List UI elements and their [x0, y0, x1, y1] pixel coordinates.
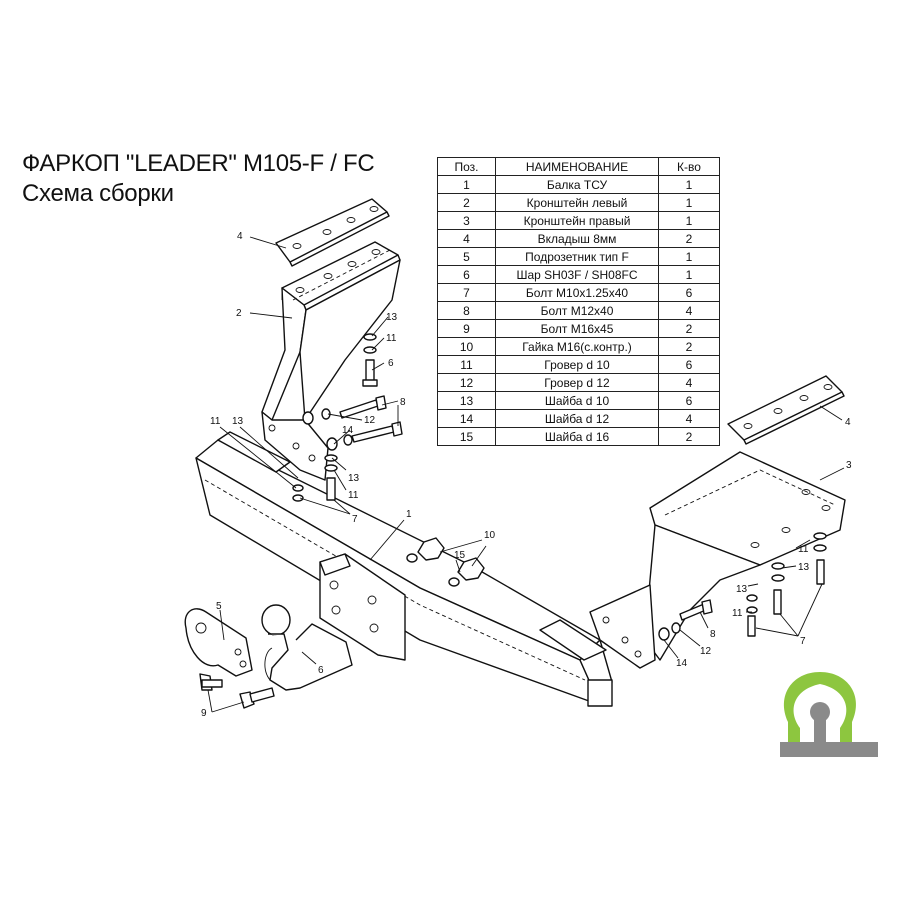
- callout-13-b: 13: [348, 473, 360, 484]
- spacer-plate-left: [275, 198, 390, 267]
- diagram-subtitle: Схема сборки: [22, 180, 174, 207]
- callout-7-b: 7: [352, 514, 358, 525]
- product-title: ФАРКОП "LEADER" M105-F / FC: [22, 150, 375, 177]
- row-name: Гайка М16(с.контр.): [495, 337, 659, 356]
- row-quantity: 4: [658, 409, 720, 428]
- row-name: Вкладыш 8мм: [495, 229, 659, 248]
- callout-7-a: 6: [388, 358, 394, 369]
- callout-12-left: 12: [364, 415, 376, 426]
- row-name: Болт М16х45: [495, 319, 659, 338]
- callout-8-right: 8: [710, 629, 716, 640]
- spacer-plate-right: [727, 375, 845, 445]
- callout-14-right: 14: [676, 658, 688, 669]
- row-name: Кронштейн левый: [495, 193, 659, 212]
- callout-12-right: 12: [700, 646, 712, 657]
- tow-ball: [261, 604, 353, 691]
- callout-5: 5: [216, 601, 222, 612]
- callout-11-b: 11: [348, 490, 359, 501]
- row-position: 11: [437, 355, 496, 374]
- callout-numbers: 4 2 13 11 6 8 12 14 13 11 11 13 7 1 10 1…: [201, 231, 852, 719]
- callout-6: 6: [318, 665, 324, 676]
- callout-10: 10: [484, 530, 496, 541]
- row-name: Подрозетник тип F: [495, 247, 659, 266]
- socket-plate: [184, 608, 253, 677]
- callout-7-c: 7: [800, 636, 806, 647]
- callout-1: 1: [406, 509, 412, 520]
- callout-4-right: 4: [845, 417, 851, 428]
- leader-lines: [207, 236, 845, 713]
- callout-8-left: 8: [400, 397, 406, 408]
- callout-9: 9: [201, 708, 207, 719]
- callout-13-e: 13: [798, 562, 810, 573]
- row-quantity: 1: [658, 247, 720, 266]
- row-name: Шар SH03F / SH08FC: [495, 265, 659, 284]
- callout-13-a: 13: [386, 312, 398, 323]
- callout-13-c: 13: [232, 416, 244, 427]
- callout-2: 2: [236, 308, 242, 319]
- callout-3: 3: [846, 460, 852, 471]
- callout-4-left: 4: [237, 231, 243, 242]
- bracket-right: [589, 451, 846, 669]
- main-beam: [195, 431, 613, 707]
- parts-table-header: Поз. НАИМЕНОВАНИЕ К-во: [437, 157, 720, 176]
- brand-logo: [780, 672, 878, 757]
- header-position: Поз.: [437, 157, 496, 176]
- callout-13-d: 13: [736, 584, 748, 595]
- callout-14-left: 14: [342, 425, 354, 436]
- row-quantity: 2: [658, 427, 720, 446]
- callout-15: 15: [454, 550, 466, 561]
- callout-11-e: 11: [732, 608, 743, 619]
- fasteners: [199, 333, 827, 709]
- callout-11-d: 11: [798, 544, 809, 555]
- callout-11-c: 11: [210, 416, 221, 427]
- bracket-left: [261, 241, 401, 481]
- callout-11-a: 11: [386, 333, 397, 344]
